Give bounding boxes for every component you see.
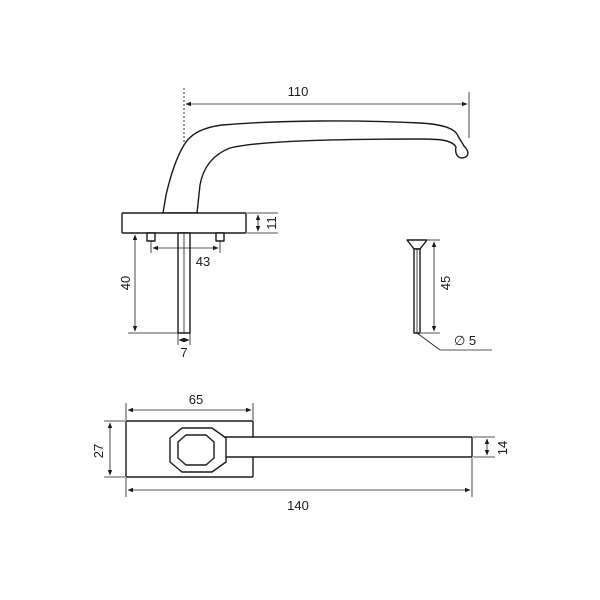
label-rose-depth: 27	[91, 444, 106, 458]
dimension-rose-width: 65	[125, 392, 254, 420]
dimension-rose-depth: 27	[91, 420, 125, 478]
handle-hub-inner	[177, 434, 215, 466]
dimension-handle-reach: 110	[185, 84, 470, 138]
label-screw-spacing: 43	[196, 254, 210, 269]
label-handle-reach: 110	[288, 84, 309, 99]
label-spindle-width: 7	[180, 345, 187, 360]
label-total-length: 140	[287, 498, 309, 513]
dimension-lever-width: 14	[473, 436, 510, 458]
screw-head	[406, 239, 428, 250]
screw-boss-right	[215, 232, 225, 242]
dimension-spindle-length: 40	[118, 232, 178, 334]
label-screw-diameter: ∅ 5	[454, 333, 476, 348]
top-view	[125, 420, 473, 478]
screw-boss-left	[146, 232, 156, 242]
label-screw-length: 45	[438, 276, 453, 290]
label-rose-width: 65	[189, 392, 203, 407]
handle-side-profile	[162, 120, 469, 214]
label-rose-height: 11	[264, 216, 279, 230]
dimension-screw-diameter: ∅ 5	[416, 332, 492, 351]
label-spindle-length: 40	[118, 276, 133, 290]
dimension-screw-length: 45	[421, 239, 453, 334]
label-lever-width: 14	[495, 441, 510, 455]
screw-view	[406, 239, 428, 334]
dimension-spindle-width: 7	[177, 333, 191, 360]
dimension-rose-height: 11	[247, 212, 279, 234]
lever-top	[195, 436, 473, 458]
dimension-total-length: 140	[125, 458, 473, 513]
rose-plate-side	[121, 212, 247, 234]
dimension-screw-spacing: 43	[150, 241, 221, 269]
